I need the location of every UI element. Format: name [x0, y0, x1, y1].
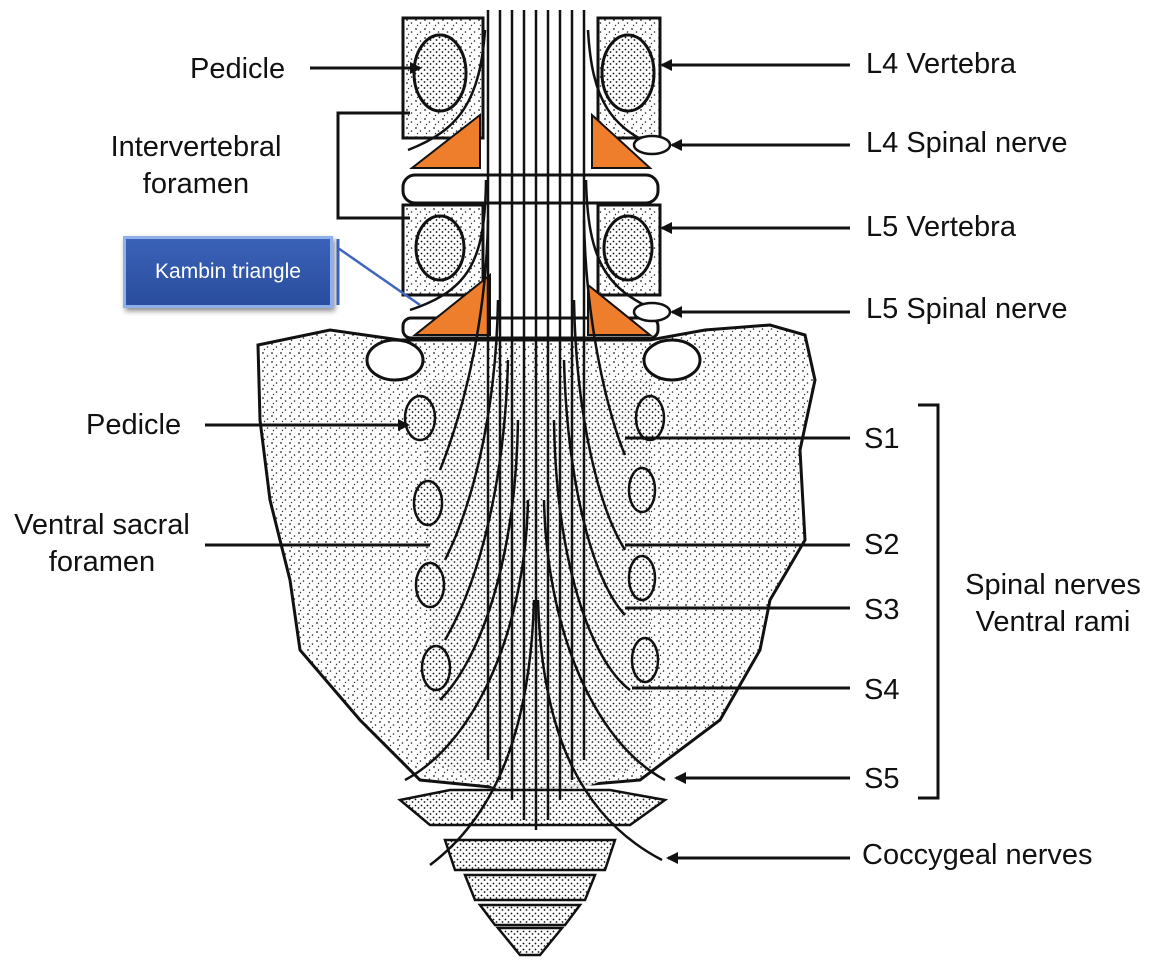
label-coccygeal-nerves: Coccygeal nerves	[862, 839, 1093, 871]
coccyx	[397, 788, 669, 957]
kambin-triangle-l5-left	[412, 272, 491, 336]
label-spinal-nerves-line1: Spinal nerves	[965, 569, 1141, 601]
label-ventral-sacral-foramen-line1: Ventral sacral	[14, 509, 190, 541]
ventral-rami-bracket	[918, 403, 940, 800]
facet-right	[642, 338, 702, 382]
l5-spinal-nerve-cuff	[632, 301, 672, 323]
kambin-triangle-l5-right	[587, 282, 653, 336]
label-s5: S5	[864, 763, 900, 795]
label-l4-vertebra: L4 Vertebra	[866, 48, 1016, 80]
cauda-equina	[404, 10, 666, 866]
sacral-body	[425, 380, 650, 790]
kambin-triangle-l4-left	[409, 112, 481, 169]
l4-spinal-nerve-cuff	[632, 134, 672, 156]
leader-lines-left	[205, 62, 430, 547]
label-ventral-rami-line2: Ventral rami	[975, 606, 1131, 638]
leader-lines-right	[625, 59, 940, 864]
facet-left	[365, 338, 425, 382]
label-intervertebral-foramen-line2: foramen	[142, 168, 250, 200]
label-intervertebral-foramen-line1: Intervertebral	[110, 131, 282, 163]
pedicle-l4-right	[600, 33, 656, 113]
label-pedicle-sacral: Pedicle	[86, 409, 182, 441]
label-pedicle-top: Pedicle	[190, 53, 286, 85]
sacral-pedicles	[403, 394, 666, 692]
label-l5-spinal-nerve: L5 Spinal nerve	[866, 293, 1068, 325]
pedicle-l5-left	[414, 214, 466, 282]
pedicle-l4-left	[412, 33, 468, 113]
pedicle-l5-right	[602, 214, 654, 282]
label-ventral-sacral-foramen-line2: foramen	[48, 546, 156, 578]
label-s4: S4	[864, 674, 900, 706]
label-s1: S1	[864, 423, 900, 455]
label-s3: S3	[864, 594, 900, 626]
kambin-triangle-label: Kambin triangle	[123, 236, 333, 308]
kambin-triangle-l4-right	[591, 112, 653, 169]
label-l5-vertebra: L5 Vertebra	[866, 211, 1016, 243]
label-s2: S2	[864, 529, 900, 561]
label-l4-spinal-nerve: L4 Spinal nerve	[866, 127, 1068, 159]
